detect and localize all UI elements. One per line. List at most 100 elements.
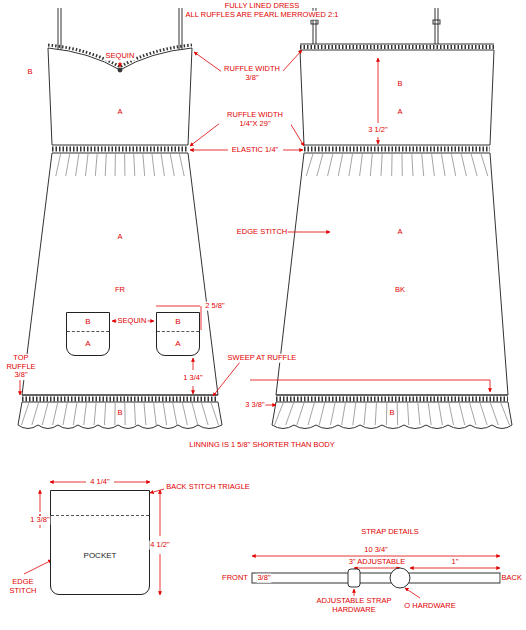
drawing-stroke [76, 154, 79, 176]
drawing-stroke [144, 403, 146, 425]
drawing-stroke [418, 403, 420, 425]
drawing-stroke [286, 232, 330, 233]
drawing-stroke [24, 560, 52, 574]
drawing-stroke [378, 137, 379, 144]
drawing-stroke [471, 154, 477, 176]
drawing-stroke [124, 403, 125, 425]
drawing-stroke [342, 403, 346, 425]
drawing-stroke [179, 8, 180, 50]
drawing-stroke [160, 490, 161, 536]
callout-label: 3" ADJUSTABLE [348, 558, 406, 567]
drawing-stroke [22, 153, 218, 395]
drawing-stroke [386, 403, 387, 425]
drawing-stroke [50, 482, 86, 483]
drawing-stroke [85, 154, 88, 176]
back-view [272, 8, 512, 429]
drawing-stroke [490, 403, 498, 425]
callout-label: B [26, 68, 33, 77]
drawing-stroke [120, 62, 121, 67]
drawing-stroke [63, 403, 67, 425]
drawing-stroke [18, 402, 222, 429]
callout-label: SEQUIN [105, 52, 136, 61]
drawing-stroke [114, 403, 115, 425]
drawing-stroke [192, 403, 198, 425]
callout-label: 2 5/8" [204, 302, 225, 311]
drawing-stroke [330, 403, 335, 425]
drawing-stroke [22, 403, 29, 425]
drawing-stroke [338, 154, 342, 176]
drawing-stroke [501, 403, 510, 425]
drawing-stroke [381, 154, 382, 176]
drawing-stroke [201, 306, 202, 330]
callout-label: RUFFLE WIDTH 3/8" [221, 65, 283, 82]
callout-label: B [388, 409, 395, 418]
drawing-stroke [397, 403, 398, 425]
drawing-stroke [193, 358, 194, 370]
drawing-stroke [154, 403, 157, 425]
drawing-stroke [390, 568, 410, 588]
callout-label: STRAP DETAILS [360, 528, 420, 537]
drawing-stroke [152, 154, 155, 176]
drawing-stroke [490, 380, 491, 392]
drawing-stroke [354, 568, 400, 569]
drawing-stroke [94, 403, 96, 425]
pocket-label: B [67, 313, 109, 332]
front-view [18, 8, 222, 429]
pocket-shape: POCKET [50, 490, 150, 595]
drawing-stroke [182, 8, 183, 50]
drawing-stroke [53, 403, 58, 425]
drawing-stroke [48, 48, 192, 145]
callout-label: A [396, 228, 403, 237]
drawing-stroke [252, 573, 500, 583]
callout-label: BACK STITCH TRIAGLE [165, 483, 251, 492]
pocket-label: A [67, 332, 109, 355]
callout-label: 1 3/4" [182, 374, 203, 383]
drawing-stroke [439, 403, 443, 425]
drawing-stroke [115, 154, 116, 176]
callout-label: 3 1/2" [367, 126, 388, 135]
drawing-stroke [40, 490, 41, 512]
leader-lines [20, 50, 500, 598]
callout-label: ADJUSTABLE STRAP HARDWARE [313, 597, 395, 614]
pocket-label: A [157, 332, 199, 355]
drawing-stroke [104, 403, 105, 425]
drawing-stroke [272, 402, 512, 429]
drawing-stroke [449, 403, 454, 425]
pocket-shape: BA [66, 312, 110, 356]
drawing-stroke [190, 123, 220, 146]
drawing-stroke [461, 154, 466, 176]
drawing-stroke [161, 154, 164, 176]
callout-label: A [396, 108, 403, 117]
callout-label: FULLY LINED DRESS [224, 2, 301, 11]
drawing-stroke [408, 403, 409, 425]
callout-label: B [116, 409, 123, 418]
drawing-stroke [401, 154, 402, 176]
callout-label: TOP RUFFLE 3/8" [3, 354, 39, 380]
drawing-stroke [163, 403, 166, 425]
drawing-stroke [481, 154, 488, 176]
pocket-label: B [157, 313, 199, 332]
callout-label: FR [114, 286, 126, 295]
drawing-stroke [143, 154, 145, 176]
callout-label: 1" [451, 558, 460, 567]
drawing-stroke [304, 145, 490, 153]
callout-label: 3 3/8" [244, 401, 265, 410]
drawing-stroke [353, 403, 356, 425]
drawing-stroke [276, 397, 508, 402]
drawing-stroke [480, 403, 487, 425]
callout-label: FRONT [221, 574, 249, 583]
drawing-stroke [282, 50, 302, 72]
callout-label: BACK [501, 574, 523, 583]
drawing-stroke [194, 52, 222, 72]
drawing-stroke [328, 154, 333, 176]
drawing-stroke [391, 154, 392, 176]
pocket-shape: BA [156, 312, 200, 356]
drawing-stroke [276, 153, 508, 395]
callout-label: RUFFLE WIDTH 1/4"X 29" [219, 111, 291, 128]
drawing-stroke [412, 154, 413, 176]
drawing-stroke [42, 403, 48, 425]
drawing-stroke [134, 154, 135, 176]
drawing-stroke [124, 154, 125, 176]
callout-label: 10 3/4" [363, 546, 389, 555]
drawing-stroke [438, 8, 439, 44]
